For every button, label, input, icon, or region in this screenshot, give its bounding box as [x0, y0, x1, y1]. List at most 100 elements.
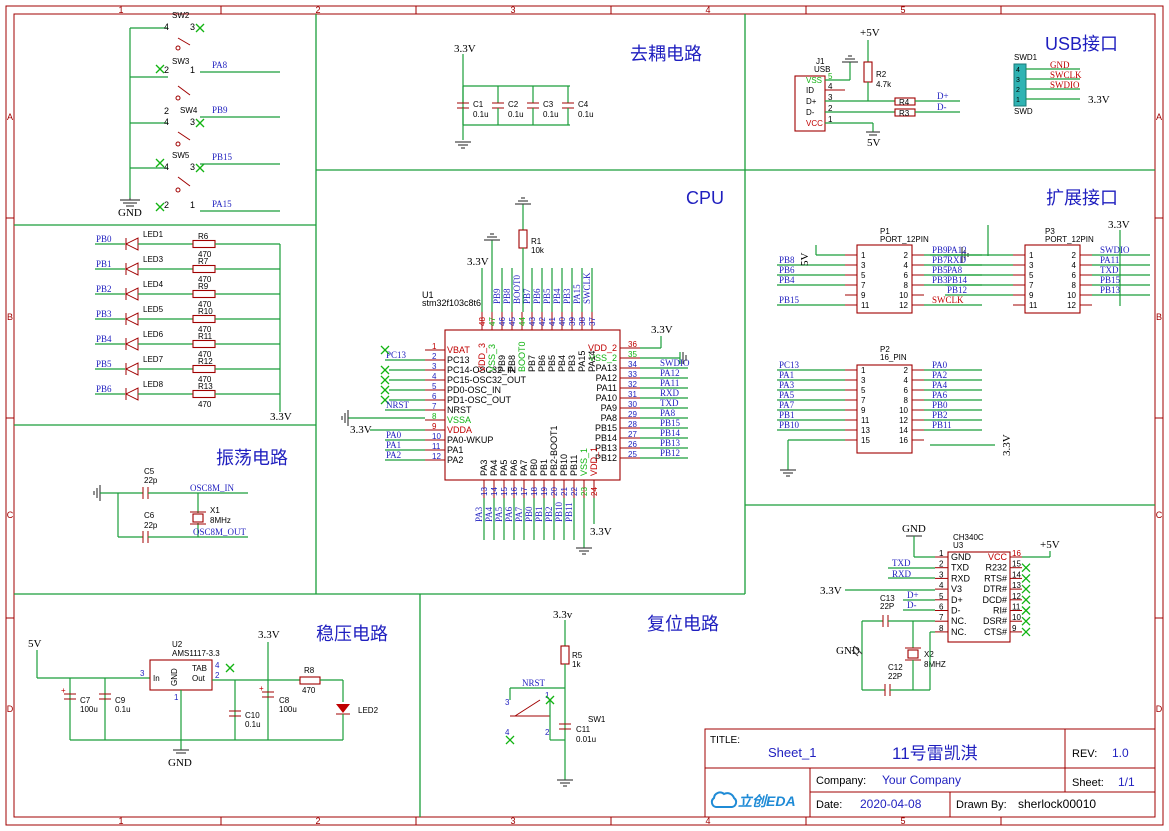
header-pin-number: 7	[861, 281, 866, 290]
decoupling-supply-label: 3.3V	[454, 43, 476, 55]
mcu-pin-name: PA7	[519, 460, 529, 476]
col-ticks	[220, 6, 1002, 825]
p3-connector	[1024, 244, 1081, 314]
cpu-section: U1 stm32f103c8t6 VBAT1PC132PC13PC14-OSC3…	[341, 197, 690, 555]
reg-r8-ref: R8	[304, 666, 315, 675]
ch340-pin-name: DTR#	[983, 584, 1007, 594]
led-resistor	[192, 364, 216, 374]
section-separators	[14, 14, 1155, 817]
mcu-net-label: PA7	[514, 506, 524, 522]
mcu-pin-name: PA1	[447, 445, 463, 455]
p2-part: 16_PIN	[880, 353, 907, 362]
mcu-right-3v3: 3.3V	[651, 324, 673, 336]
led-resistor	[192, 389, 216, 399]
swd-connector	[1013, 63, 1027, 107]
led-net-label: PB0	[96, 234, 112, 244]
reg-n2: 2	[215, 671, 220, 680]
svg-text:1: 1	[190, 65, 195, 75]
header-pin-number: 11	[861, 301, 870, 310]
header-net-label: SWCLK	[932, 295, 964, 305]
ch340-pin-name: DSR#	[983, 616, 1007, 626]
mcu-pin-number: 41	[548, 317, 557, 326]
mcu-pin-name: VDD_3	[477, 343, 487, 372]
mcu-pin-number: 6	[432, 392, 437, 401]
ch340-pin-number: 11	[1012, 603, 1021, 612]
ch340-gnd2: GND	[836, 645, 860, 657]
led-ref: LED5	[143, 305, 164, 314]
header-net-label: PA1	[779, 370, 794, 380]
reg-pin-out: Out	[192, 674, 206, 683]
svg-text:+: +	[61, 686, 66, 695]
section-title-usb: USB接口	[1045, 34, 1118, 54]
reg-led-ref: LED2	[358, 706, 379, 715]
mcu-net-label: SWDIO	[660, 358, 690, 368]
ch340-pin-name: GND	[951, 552, 972, 562]
decoupling-cap-value: 0.1u	[473, 110, 489, 119]
svg-text:3: 3	[190, 162, 195, 172]
company-value: Your Company	[882, 773, 961, 787]
header-pin-number: 12	[899, 301, 908, 310]
led-resistor-ref: R9	[198, 282, 209, 291]
mcu-pin-name: PC13	[447, 355, 470, 365]
reset-r5-val: 1k	[572, 660, 581, 669]
title-block: TITLE: Sheet_1 11号雷凯淇 REV: 1.0 Company: …	[704, 728, 1156, 818]
led-diode-icon	[124, 362, 139, 376]
p2-supply: 3.3V	[1001, 434, 1013, 456]
mcu-pin-number: 16	[510, 487, 519, 496]
header-pin-number: 8	[1072, 281, 1077, 290]
usb-pin-number: 2	[828, 104, 833, 113]
header-net-label: PB10	[779, 420, 800, 430]
reset-c11-val: 0.01u	[576, 735, 596, 744]
mcu-pin-name: VSS_2	[589, 353, 617, 363]
switch-net-pb15: PB15	[212, 152, 233, 162]
mcu-pin-name: NRST	[447, 405, 472, 415]
mcu-pin-name: VBAT	[447, 345, 470, 355]
row-ticks	[6, 217, 1163, 619]
mcu-pin-name: PB2-BOOT1	[549, 425, 559, 476]
ch340-pin-name: V3	[951, 584, 962, 594]
switch-net-pb9: PB9	[212, 105, 228, 115]
header-pin-number: 4	[1072, 261, 1077, 270]
p1-connector	[856, 244, 913, 314]
mcu-pin-number: 40	[558, 317, 567, 326]
ch340-pin-number: 7	[939, 613, 944, 622]
header-pin-number: 7	[1029, 281, 1034, 290]
reset-nrst: NRST	[522, 678, 546, 688]
mcu-pin-name: PB14	[595, 433, 617, 443]
reg-n4: 4	[215, 661, 220, 670]
mcu-net-label: BOOT0	[512, 275, 522, 304]
mcu-net-label: PA1	[386, 440, 401, 450]
mcu-pin-name: PD0-OSC_IN	[447, 385, 501, 395]
reset-section: 3.3v R5 1k NRST C11 0.01u SW1 1 2 3 4	[505, 609, 606, 787]
header-net-label: PA12	[947, 245, 967, 255]
header-net-label: PB0	[932, 400, 948, 410]
header-pin-number: 1	[861, 251, 866, 260]
led-resistor-value: 470	[198, 350, 212, 359]
header-pin-number: 10	[899, 291, 908, 300]
ch340-pin-name: RXD	[951, 573, 971, 583]
led-net-label: PB1	[96, 259, 112, 269]
mcu-pin-number: 45	[508, 317, 517, 326]
reg-r8-val: 470	[302, 686, 316, 695]
mcu-pin-name: VSSA	[447, 415, 471, 425]
mcu-pin-name: PB15	[595, 423, 617, 433]
mcu-r1-ref: R1	[531, 237, 542, 246]
p1-ref: P1	[880, 227, 890, 236]
p2-connector	[856, 364, 913, 454]
mcu-pin-number: 11	[432, 442, 441, 451]
ch340-pin-number: 10	[1012, 613, 1021, 622]
swd-pin-number: 3	[1016, 77, 1020, 84]
swd-name: SWD	[1014, 107, 1033, 116]
row-label-b-right: B	[1156, 312, 1162, 322]
mcu-pin-number: 34	[628, 360, 637, 369]
section-title-cpu: CPU	[686, 188, 724, 208]
svg-text:SW2: SW2	[172, 11, 190, 20]
decoupling-cap-ref: C2	[508, 100, 519, 109]
svg-text:4: 4	[164, 162, 169, 172]
mcu-pin-number: 23	[580, 487, 589, 496]
mcu-net-label: PC13	[386, 350, 407, 360]
led-ref: LED7	[143, 355, 164, 364]
mcu-pin-number: 18	[530, 487, 539, 496]
col-label-5: 5	[900, 5, 905, 15]
usb-supply-label: +5V	[860, 27, 880, 39]
